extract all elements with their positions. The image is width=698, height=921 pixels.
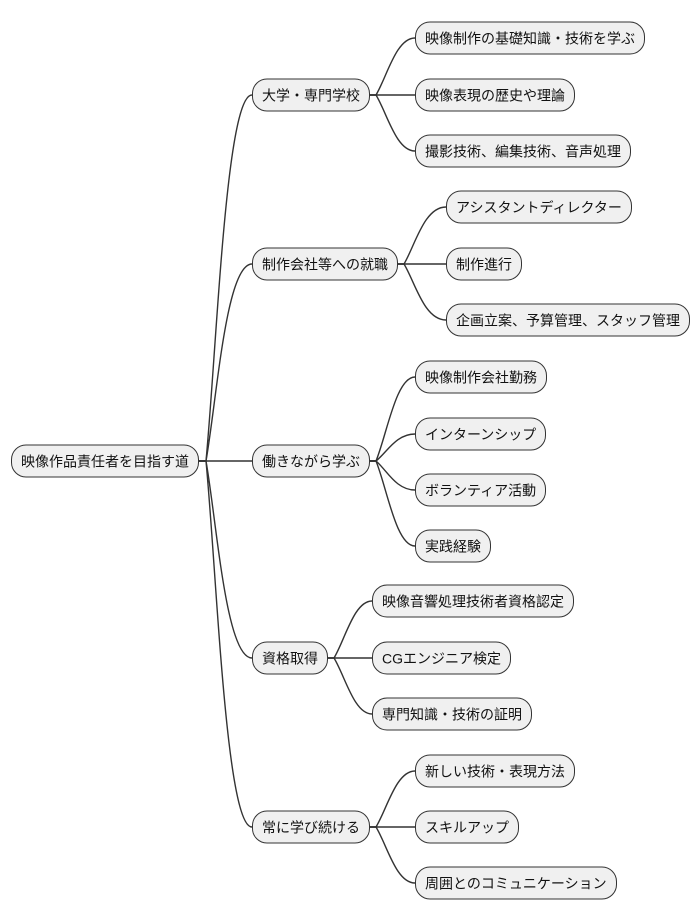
leaf-node: 映像制作会社勤務: [415, 360, 547, 394]
branch-node-learn-while-working: 働きながら学ぶ: [252, 444, 370, 478]
leaf-node: 企画立案、予算管理、スタッフ管理: [446, 303, 690, 337]
edge-line: [327, 657, 373, 715]
edge-line: [369, 460, 416, 547]
branch-node-school: 大学・専門学校: [252, 78, 370, 112]
leaf-node: 専門知識・技術の証明: [372, 697, 532, 731]
edge-line: [369, 460, 416, 491]
leaf-node: 撮影技術、編集技術、音声処理: [415, 134, 631, 168]
leaf-node: 周囲とのコミュニケーション: [415, 866, 617, 900]
branch-node-keep-learning: 常に学び続ける: [252, 810, 370, 844]
edge-line: [369, 433, 416, 462]
root-node: 映像作品責任者を目指す道: [11, 444, 199, 478]
leaf-node: スキルアップ: [415, 810, 519, 844]
edge-line: [198, 263, 253, 462]
edge-line: [369, 376, 416, 462]
edge-line: [198, 460, 253, 659]
edge-line: [369, 37, 416, 96]
edge-line: [397, 206, 447, 265]
edge-line: [198, 460, 253, 828]
branch-node-certification: 資格取得: [252, 641, 328, 675]
leaf-node: アシスタントディレクター: [446, 190, 632, 224]
edge-line: [369, 770, 416, 828]
leaf-node: インターンシップ: [415, 417, 547, 451]
leaf-node: 制作進行: [446, 247, 522, 281]
edge-line: [327, 600, 373, 659]
branch-node-employment: 制作会社等への就職: [252, 247, 398, 281]
edge-line: [369, 826, 416, 884]
leaf-node: 映像表現の歴史や理論: [415, 78, 575, 112]
leaf-node: 実践経験: [415, 529, 491, 563]
leaf-node: 映像音響処理技術者資格認定: [372, 584, 574, 618]
leaf-node: ボランティア活動: [415, 473, 547, 507]
leaf-node: 映像制作の基礎知識・技術を学ぶ: [415, 21, 645, 55]
leaf-node: 新しい技術・表現方法: [415, 754, 575, 788]
edge-line: [198, 94, 253, 462]
edge-line: [397, 263, 447, 321]
edge-line: [369, 94, 416, 152]
leaf-node: CGエンジニア検定: [372, 641, 511, 675]
